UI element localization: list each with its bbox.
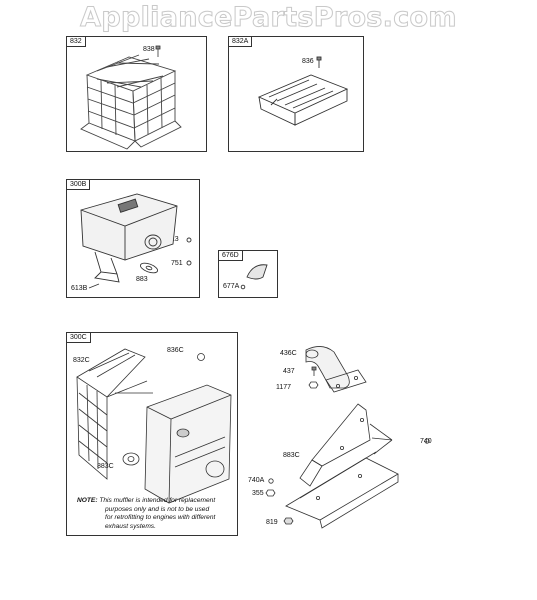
callout-740: 740	[420, 438, 432, 445]
callout-740a: 740A	[248, 477, 265, 484]
callout-832c: 832C	[73, 357, 90, 364]
callout-819: 819	[266, 519, 278, 526]
callout-1177: 1177	[276, 384, 292, 391]
panel-300b: 300B 613 751 883 613B	[66, 179, 200, 298]
callout-751: 751	[171, 260, 183, 267]
callout-436c: 436C	[280, 350, 297, 357]
callout-883c-bracket: 883C	[283, 452, 300, 459]
callout-437: 437	[283, 368, 295, 375]
panel-832a: 832A 836	[228, 36, 364, 152]
note-line-4: exhaust systems.	[105, 522, 156, 530]
note-line-1: This muffler is intended for replacement	[97, 497, 216, 504]
screw-838-drawing	[155, 45, 161, 57]
callout-836: 836	[302, 58, 314, 65]
watermark-logo: AppliancePartsPros.com	[80, 2, 457, 34]
callout-613b: 613B	[71, 285, 88, 292]
callout-883c: 883C	[97, 463, 114, 470]
replacement-note: NOTE: This muffler is intended for repla…	[77, 497, 237, 531]
callout-677a: 677A	[223, 283, 240, 290]
callout-883: 883	[136, 276, 148, 283]
wire-guard-drawing	[80, 54, 182, 150]
note-line-2: purposes only and is not to be used	[105, 505, 210, 513]
panel-tag-832: 832	[67, 37, 86, 47]
panel-832: 832 838	[66, 36, 207, 152]
muffler-300c-drawing	[76, 348, 232, 504]
panel-tag-300c: 300C	[67, 333, 91, 343]
deflector-676d-drawing	[240, 264, 268, 290]
callout-836c: 836C	[167, 347, 184, 354]
callout-355: 355	[252, 490, 264, 497]
shield-832a-drawing	[257, 56, 349, 126]
panel-676d: 676D 677A	[218, 250, 278, 298]
panel-300c: 300C 832C 836C 883C NOTE: This muffler i…	[66, 332, 238, 536]
muffler-300b-drawing	[80, 193, 192, 289]
panel-tag-676d: 676D	[219, 251, 243, 261]
note-prefix: NOTE:	[77, 497, 98, 504]
callout-838: 838	[143, 46, 155, 53]
note-line-3: for retrofitting to engines with differe…	[105, 514, 216, 522]
panel-tag-300b: 300B	[67, 180, 91, 190]
panel-tag-832a: 832A	[229, 37, 253, 47]
